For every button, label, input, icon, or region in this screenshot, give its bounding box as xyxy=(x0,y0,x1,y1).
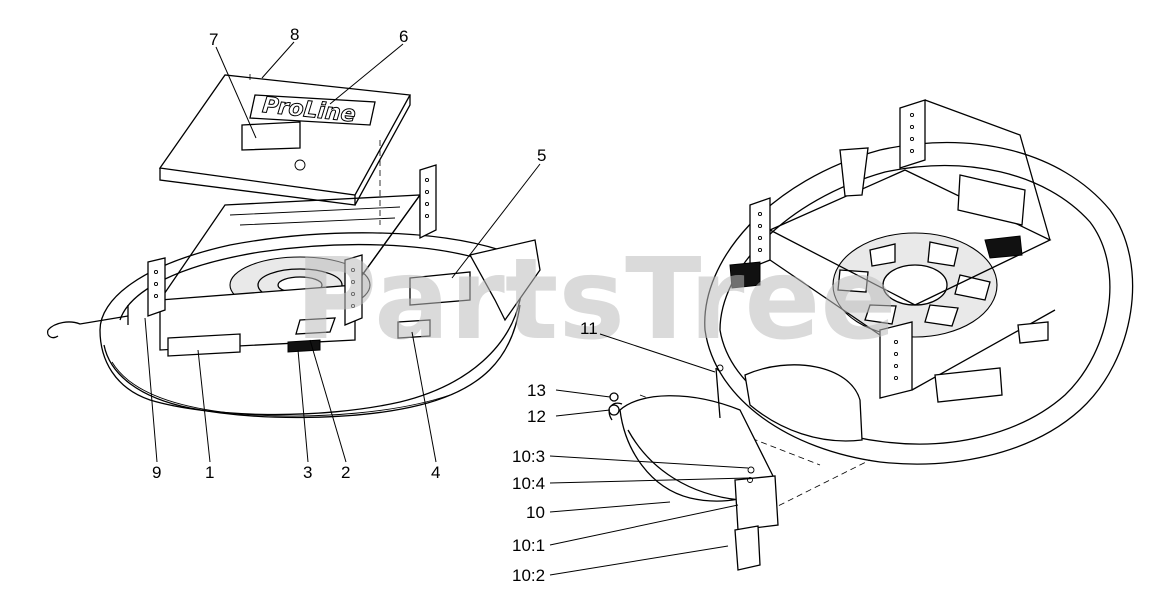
callout-10-3: 10:3 xyxy=(512,447,545,466)
callout-9: 9 xyxy=(152,463,161,482)
leader-lines xyxy=(144,41,749,576)
callout-11: 11 xyxy=(580,319,598,338)
callout-labels: 7 8 6 5 9 1 3 2 4 11 13 12 10:3 10:4 10 … xyxy=(152,25,598,585)
callout-10-4: 10:4 xyxy=(512,474,545,493)
callout-1: 1 xyxy=(205,463,214,482)
left-mower-deck: ProLine xyxy=(46,70,541,419)
callout-6: 6 xyxy=(399,27,408,46)
callout-8: 8 xyxy=(290,25,299,44)
callout-10: 10 xyxy=(526,503,545,522)
callout-13: 13 xyxy=(527,381,546,400)
callout-10-2: 10:2 xyxy=(512,566,545,585)
callout-2: 2 xyxy=(341,463,350,482)
callout-5: 5 xyxy=(537,146,546,165)
callout-10-1: 10:1 xyxy=(512,536,545,555)
callout-4: 4 xyxy=(431,463,440,482)
callout-3: 3 xyxy=(303,463,312,482)
discharge-chute xyxy=(608,364,779,571)
callout-12: 12 xyxy=(527,407,546,426)
callout-7: 7 xyxy=(209,30,218,49)
watermark-text: PartsTree xyxy=(295,235,896,365)
right-mower-deck xyxy=(639,99,1134,511)
